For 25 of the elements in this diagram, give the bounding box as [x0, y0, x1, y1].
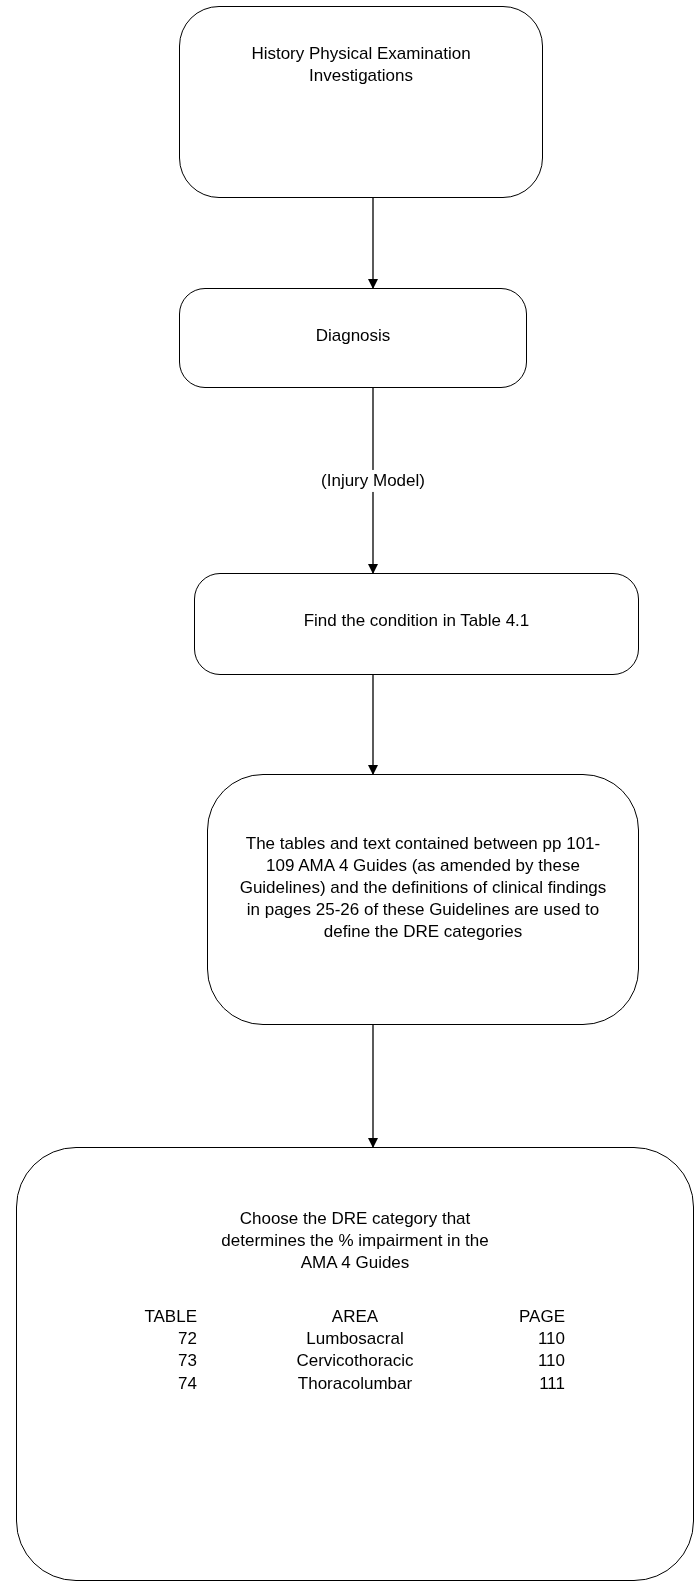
rounded-process-box — [207, 774, 639, 1025]
table-cell-text: 110 — [536, 1350, 566, 1373]
box-text: Diagnosis — [315, 325, 391, 347]
arrow — [368, 197, 378, 289]
table-cell-text: Cervicothoracic — [295, 1350, 415, 1373]
table-header: AREA — [330, 1306, 380, 1329]
table-header: TABLE — [143, 1306, 198, 1329]
box-text: The tables and text contained between pp 101-109 AMA 4 Guides (as amended by these Guidelines) and the definitions of clinical findings in pages 25-26 of these Guidelines are used to define the DRE categories — [238, 833, 608, 944]
box-text: History Physical Examination Investigations — [251, 43, 471, 88]
table-cell-text: Lumbosacral — [305, 1328, 405, 1351]
box-text: Find the condition in Table 4.1 — [303, 610, 530, 632]
rounded-process-box — [179, 288, 527, 388]
rounded-process-box — [194, 573, 639, 675]
table-header: PAGE — [518, 1306, 566, 1329]
table-cell-text: 72 — [177, 1328, 198, 1351]
arrow — [368, 1024, 378, 1148]
table-cell-text: 111 — [538, 1372, 566, 1395]
table-cell-text: Thoracolumbar — [296, 1372, 414, 1395]
table-cell-text: 73 — [177, 1350, 198, 1373]
box-text: Choose the DRE category that determines the % impairment in the AMA 4 Guides — [220, 1208, 490, 1275]
rounded-process-box — [16, 1147, 694, 1581]
arrow — [368, 674, 378, 775]
table-cell-text: 110 — [536, 1328, 566, 1351]
rounded-process-box — [179, 6, 543, 198]
table-cell-text: 74 — [177, 1372, 198, 1395]
